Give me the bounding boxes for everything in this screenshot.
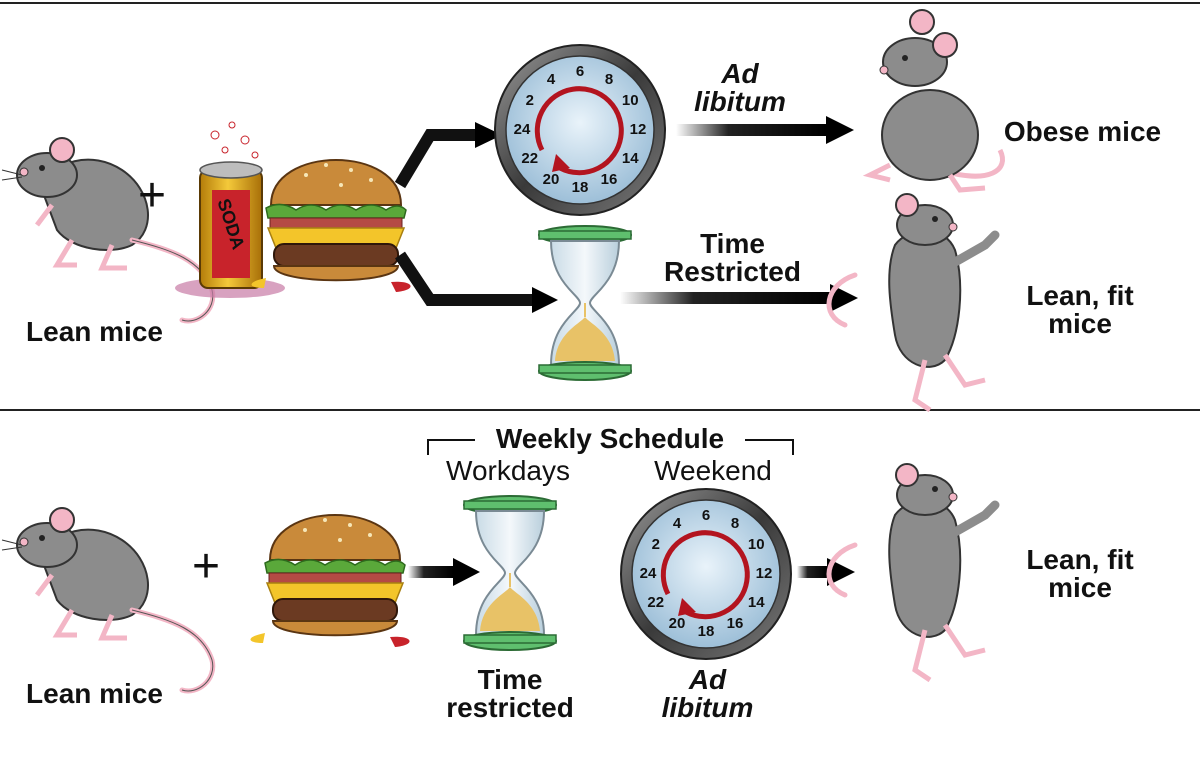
top-restricted-line: Restricted xyxy=(664,256,801,287)
bottom-clock-number-2: 2 xyxy=(651,536,660,553)
top-clock-number-12: 12 xyxy=(629,121,647,138)
bottom-lean-mice-label: Lean mice xyxy=(26,678,163,709)
weekend-label: Weekend xyxy=(654,455,772,486)
bottom-ad-line: Ad xyxy=(688,664,727,695)
top-clock-number-8: 8 xyxy=(604,70,614,88)
bottom-clock-number-14: 14 xyxy=(747,594,765,611)
bottom-clock-number-20: 20 xyxy=(668,615,686,633)
bottom-lean-fit-mice-label: Lean, fit mice xyxy=(1010,546,1150,602)
top-clock-number-2: 2 xyxy=(525,92,534,109)
top-time-line: Time xyxy=(700,228,765,259)
bottom-clock-number-8: 8 xyxy=(730,514,740,532)
bottom-mice-line: mice xyxy=(1048,572,1112,603)
bottom-clock-number-10: 10 xyxy=(747,536,765,553)
top-lean-fit-mice-label: Lean, fit mice xyxy=(1010,282,1150,338)
obese-mouse xyxy=(862,9,1005,193)
bottom-restricted-line: restricted xyxy=(446,692,574,723)
top-clock-number-16: 16 xyxy=(600,171,618,189)
bottom-lean-mouse xyxy=(2,508,213,691)
weekly-schedule-bracket xyxy=(427,439,794,455)
bottom-burger xyxy=(249,514,411,648)
top-clock-number-4: 4 xyxy=(546,70,556,88)
top-clock-number-10: 10 xyxy=(621,92,639,109)
bottom-time-line: Time xyxy=(477,664,543,695)
plus-sign-bottom: + xyxy=(191,540,221,593)
ad-libitum-arrow xyxy=(676,116,854,144)
bottom-clock-number-22: 22 xyxy=(647,594,665,611)
bottom-time-restricted-label: Time restricted xyxy=(430,666,590,722)
bottom-arrow-to-mouse xyxy=(797,558,855,586)
workdays-label: Workdays xyxy=(446,455,570,486)
bottom-arrow-to-hourglass xyxy=(408,558,480,586)
top-clock-number-24: 24 xyxy=(513,121,531,138)
bottom-clock-number-18: 18 xyxy=(697,623,715,640)
top-clock-number-14: 14 xyxy=(621,150,639,167)
top-lean-fit-mouse xyxy=(829,194,995,410)
top-libitum-line: libitum xyxy=(694,86,786,117)
plus-sign-top: + xyxy=(137,169,167,222)
top-lean-mice-label: Lean mice xyxy=(26,316,163,347)
bottom-clock-number-24: 24 xyxy=(639,565,657,582)
top-lean-mouse xyxy=(2,138,213,321)
bottom-clock-number-6: 6 xyxy=(701,507,711,524)
obese-mice-label: Obese mice xyxy=(1003,116,1162,147)
time-restricted-arrow xyxy=(620,284,858,312)
weekly-schedule-title: Weekly Schedule xyxy=(495,423,725,454)
branch-arrows xyxy=(394,122,558,313)
top-clock-number-18: 18 xyxy=(571,179,589,196)
top-burger xyxy=(250,159,412,293)
bottom-clock-number-12: 12 xyxy=(755,565,773,582)
top-clock-number-22: 22 xyxy=(521,150,539,167)
top-clock-number-20: 20 xyxy=(542,171,560,189)
top-ad-libitum-label: Ad libitum xyxy=(665,60,815,116)
bottom-libitum-line: libitum xyxy=(661,692,754,723)
top-clock-number-6: 6 xyxy=(575,63,585,80)
soda-can xyxy=(175,121,285,298)
bottom-clock-number-4: 4 xyxy=(672,514,682,532)
bottom-lean-fit-line: Lean, fit xyxy=(1026,544,1134,575)
top-mice-line: mice xyxy=(1048,308,1112,339)
top-ad-line: Ad xyxy=(721,58,759,89)
bottom-clock-number-16: 16 xyxy=(726,615,744,633)
top-time-restricted-label: Time Restricted xyxy=(640,230,825,286)
bottom-ad-libitum-label: Ad libitum xyxy=(635,666,780,722)
top-lean-fit-line: Lean, fit xyxy=(1026,280,1134,311)
top-hourglass xyxy=(538,225,632,381)
